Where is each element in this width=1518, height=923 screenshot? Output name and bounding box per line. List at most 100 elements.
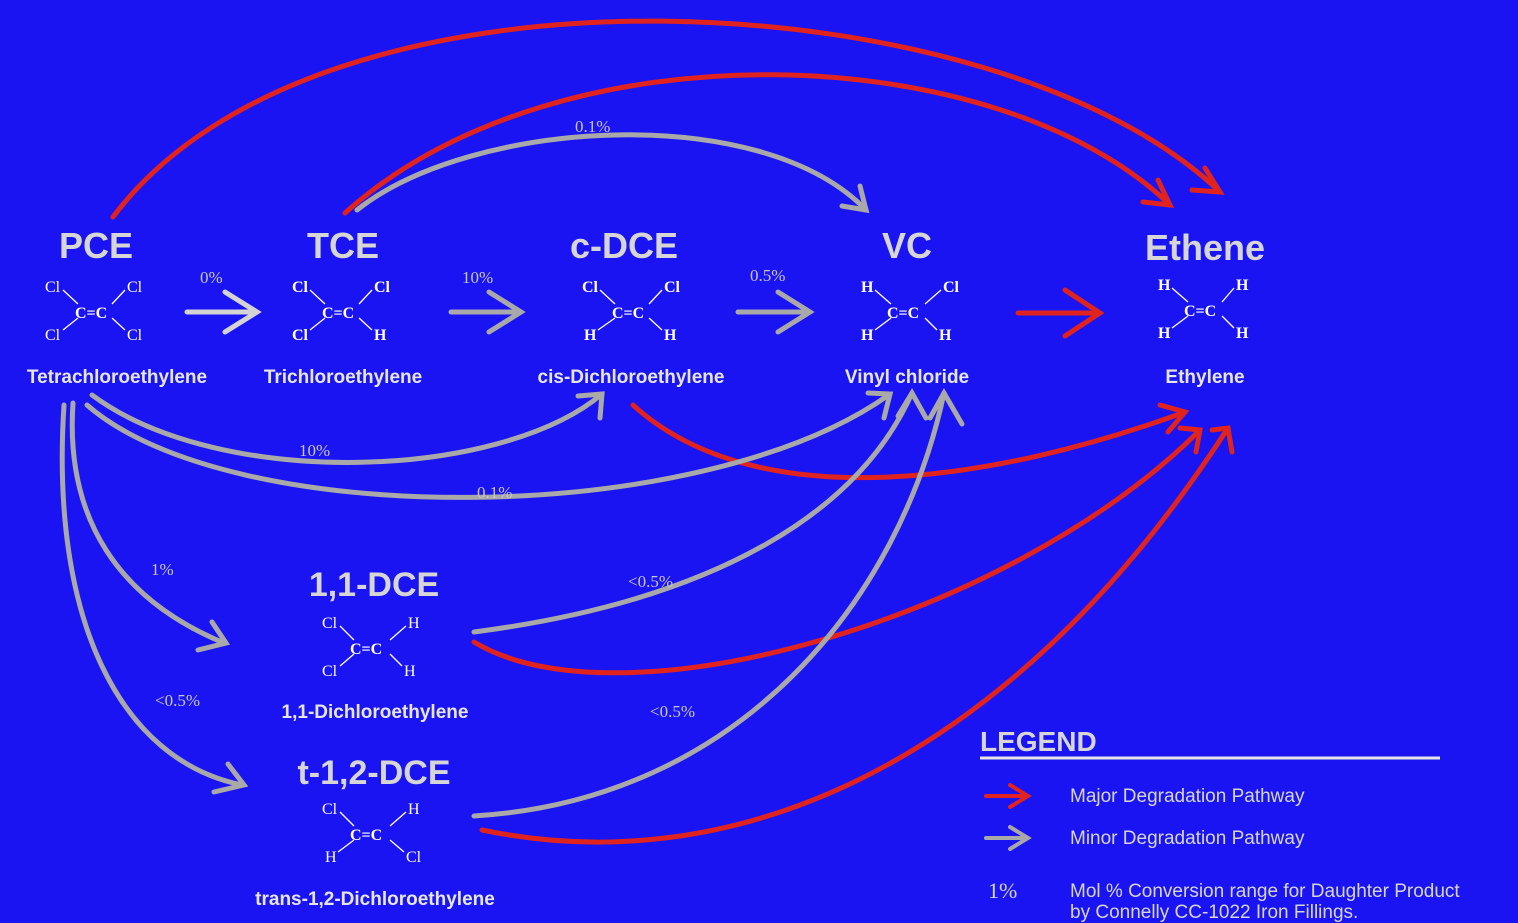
dce11-name: 1,1-Dichloroethylene [282, 702, 469, 723]
minor-arrow-tce-cdce [448, 289, 526, 335]
ethene-structure: H H H H C=C [1158, 277, 1249, 342]
svg-text:Cl: Cl [322, 663, 338, 680]
minor-arrow-tce-vc [354, 132, 870, 214]
pathway-arrows [59, 18, 1235, 845]
cdce-structure: Cl Cl H H C=C [582, 279, 681, 344]
pct-pce-tdce: <0.5% [155, 691, 200, 710]
svg-text:H: H [1236, 277, 1249, 294]
svg-text:Cl: Cl [374, 279, 391, 296]
dce11-structure: Cl H Cl H C=C [322, 615, 420, 680]
svg-text:Cl: Cl [292, 327, 309, 344]
tce-name: Trichloroethylene [264, 367, 422, 388]
vc-abbreviation: VC [882, 225, 932, 266]
svg-text:H: H [325, 849, 337, 866]
pct-pce-tce: 0% [200, 268, 223, 287]
svg-text:H: H [1236, 325, 1249, 342]
major-arrow-pce-ethene [110, 18, 1225, 220]
svg-text:Cl: Cl [943, 279, 960, 296]
pct-tdce-vc: <0.5% [650, 702, 695, 721]
legend-major-arrow-icon [984, 783, 1032, 809]
svg-text:C=C: C=C [612, 305, 644, 322]
pce-name: Tetrachloroethylene [27, 367, 207, 388]
pct-pce-vc: 0.1% [477, 483, 512, 502]
pct-tce-cdce: 10% [462, 268, 493, 287]
svg-text:H: H [861, 327, 874, 344]
legend-title: LEGEND [980, 726, 1097, 757]
svg-text:C=C: C=C [350, 827, 382, 844]
major-arrow-tdce-ethene [479, 425, 1235, 845]
major-arrow-vc-ethene [1015, 287, 1105, 339]
legend-percent-sample: 1% [988, 878, 1017, 903]
major-arrow-dce11-ethene [471, 425, 1203, 676]
ethene-abbreviation: Ethene [1145, 227, 1265, 268]
minor-arrow-pce-vc [84, 390, 894, 500]
vc-structure: H Cl H H C=C [861, 279, 960, 344]
svg-text:Cl: Cl [45, 279, 61, 296]
svg-text:Cl: Cl [406, 849, 422, 866]
minor-arrow-pce-cdce [89, 391, 605, 465]
minor-arrow-pce-tdce [59, 402, 249, 795]
svg-text:Cl: Cl [664, 279, 681, 296]
tce-structure: Cl Cl Cl H C=C [292, 279, 391, 344]
svg-text:Cl: Cl [45, 327, 61, 344]
dce11-abbreviation: 1,1-DCE [309, 566, 439, 604]
svg-text:H: H [374, 327, 387, 344]
vc-name: Vinyl chloride [845, 367, 969, 388]
svg-text:H: H [584, 327, 597, 344]
pce-abbreviation: PCE [59, 225, 133, 266]
pct-pce-dce11: 1% [151, 560, 174, 579]
svg-text:H: H [408, 801, 420, 818]
cdce-abbreviation: c-DCE [570, 225, 678, 266]
compound-dce11: 1,1-DCE Cl H Cl H C=C 1,1-Dichloroethyle… [282, 566, 469, 723]
major-arrow-cdce-ethene [630, 402, 1190, 481]
tdce-name: trans-1,2-Dichloroethylene [255, 889, 495, 910]
svg-text:C=C: C=C [887, 305, 919, 322]
tce-abbreviation: TCE [307, 225, 379, 266]
svg-text:Cl: Cl [582, 279, 599, 296]
legend-percent-label-line1: Mol % Conversion range for Daughter Prod… [1070, 881, 1460, 902]
compound-tce: TCE Cl Cl Cl H C=C Trichloroethylene [264, 225, 422, 388]
svg-text:H: H [664, 327, 677, 344]
svg-text:C=C: C=C [322, 305, 354, 322]
svg-text:C=C: C=C [350, 641, 382, 658]
pct-cdce-vc: 0.5% [750, 266, 785, 285]
legend: LEGEND Major Degradation Pathway Minor D… [980, 726, 1460, 923]
tdce-structure: Cl H H Cl C=C [322, 801, 422, 866]
minor-arrow-tdce-vc [471, 387, 965, 819]
legend-percent-label-line2: by Connelly CC-1022 Iron Fillings. [1070, 902, 1358, 923]
ethene-name: Ethylene [1165, 367, 1244, 388]
conversion-labels: 0% 10% 0.5% 0.1% 10% 0.1% 1% <0.5% <0.5%… [151, 117, 785, 721]
major-arrow-tce-ethene [342, 72, 1175, 216]
svg-text:Cl: Cl [322, 801, 338, 818]
tdce-abbreviation: t-1,2-DCE [297, 754, 450, 792]
svg-text:Cl: Cl [292, 279, 309, 296]
compound-pce: PCE Cl Cl Cl Cl C=C Tetrachloroethylene [27, 225, 207, 388]
compound-tdce: t-1,2-DCE Cl H H Cl C=C trans-1,2-Dichlo… [255, 754, 495, 910]
svg-text:H: H [939, 327, 952, 344]
compound-vc: VC H Cl H H C=C Vinyl chloride [845, 225, 969, 388]
cdce-name: cis-Dichloroethylene [538, 367, 725, 388]
svg-text:H: H [404, 663, 416, 680]
minor-arrow-pce-tce [184, 289, 262, 335]
compound-ethene: Ethene H H H H C=C Ethylene [1145, 227, 1265, 388]
pct-tce-vc: 0.1% [575, 117, 610, 136]
svg-text:H: H [408, 615, 420, 632]
minor-arrow-pce-dce11 [69, 400, 231, 653]
svg-text:Cl: Cl [322, 615, 338, 632]
svg-text:H: H [1158, 277, 1171, 294]
minor-arrow-cdce-vc [735, 289, 815, 335]
svg-text:Cl: Cl [127, 327, 143, 344]
pce-structure: Cl Cl Cl Cl C=C [45, 279, 143, 344]
minor-arrow-dce11-vc [471, 388, 929, 635]
compound-cdce: c-DCE Cl Cl H H C=C cis-Dichloroethylene [538, 225, 725, 388]
svg-text:C=C: C=C [1184, 303, 1216, 320]
svg-text:Cl: Cl [127, 279, 143, 296]
legend-major-label: Major Degradation Pathway [1070, 786, 1305, 807]
legend-minor-arrow-icon [984, 825, 1032, 851]
svg-text:H: H [861, 279, 874, 296]
legend-minor-label: Minor Degradation Pathway [1070, 828, 1305, 849]
pct-dce11-vc: <0.5% [628, 572, 673, 591]
svg-text:H: H [1158, 325, 1171, 342]
svg-text:C=C: C=C [75, 305, 107, 322]
